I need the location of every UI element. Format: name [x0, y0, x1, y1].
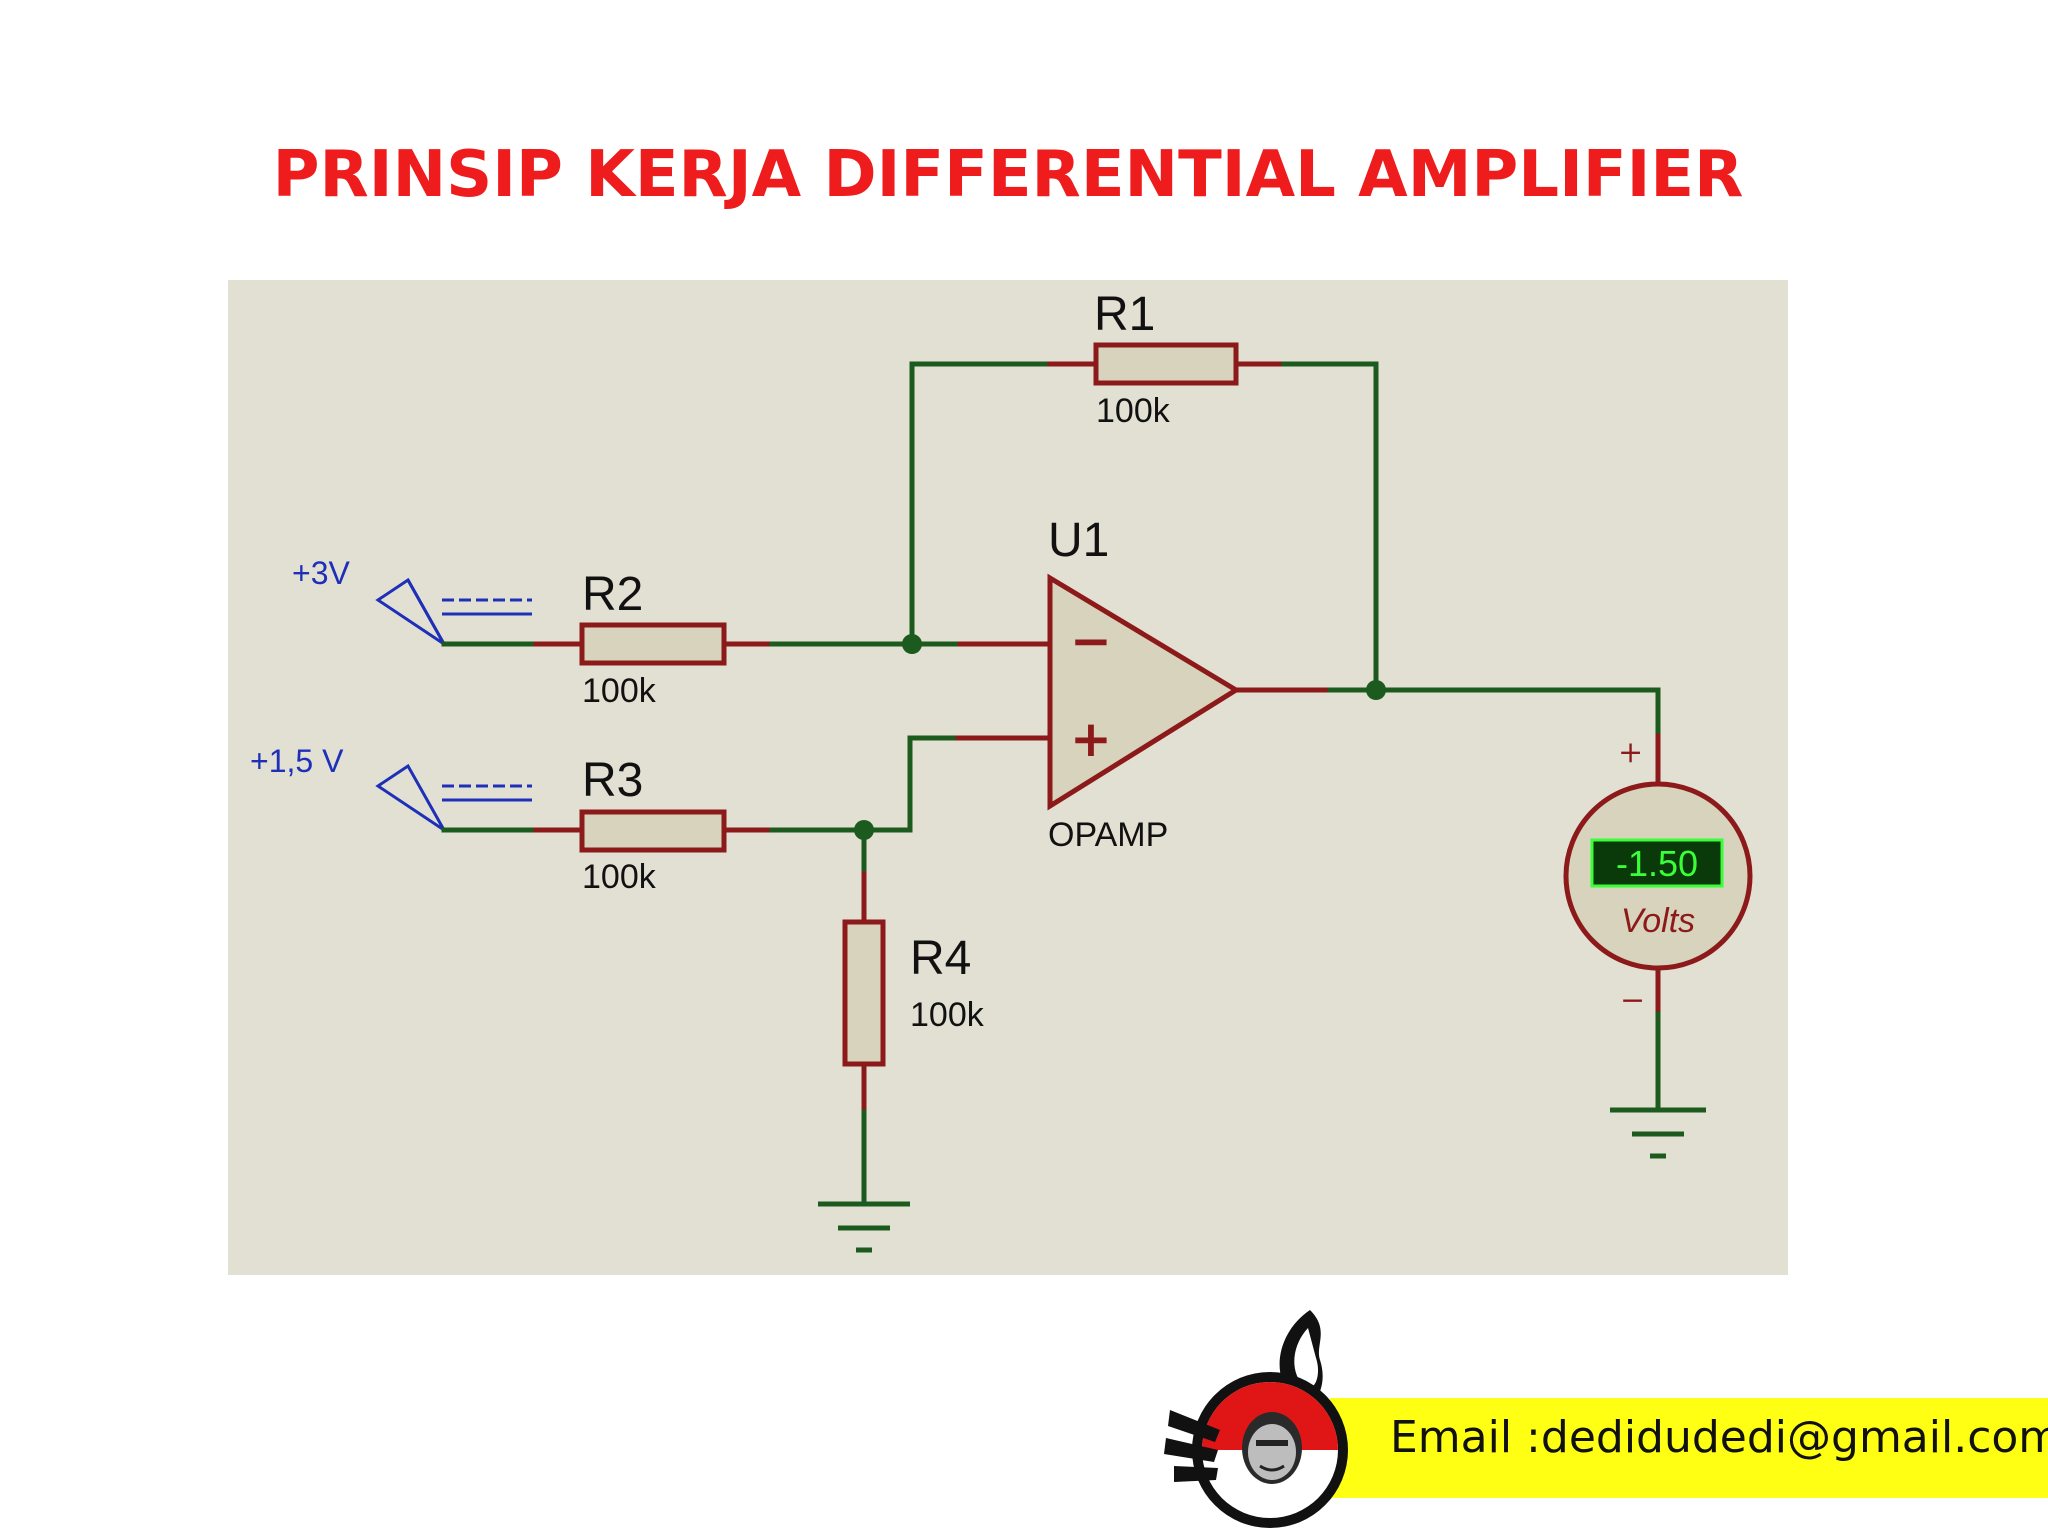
wire-r3-noninverting-node	[769, 735, 961, 833]
r3-value: 100k	[582, 858, 657, 896]
r2-name: R2	[582, 568, 643, 621]
wire-output	[1327, 687, 1661, 739]
schematic-background	[228, 280, 1788, 1275]
voltmeter-unit: Volts	[1621, 902, 1695, 940]
wire-feedback-right	[1281, 361, 1379, 693]
opamp-name: U1	[1048, 514, 1109, 567]
opamp-type: OPAMP	[1048, 816, 1168, 854]
slide-title: PRINSIP KERJA DIFFERENTIAL AMPLIFIER	[272, 138, 1744, 212]
source2-label: +1,5 V	[250, 743, 344, 779]
opamp-noninverting-sign: +	[1070, 710, 1112, 768]
opamp-u1: − + U1 OPAMP	[1047, 514, 1241, 854]
email-address[interactable]: Email :dedidudedi@gmail.com	[1390, 1412, 2048, 1463]
r4-value: 100k	[910, 996, 985, 1034]
junction-output	[1366, 680, 1386, 700]
voltage-source-3v: +3V	[292, 555, 532, 646]
r1-value: 100k	[1096, 392, 1171, 430]
email-banner	[1330, 1398, 2048, 1498]
resistor-r2: R2 100k	[579, 568, 727, 710]
author-logo	[1164, 1310, 1348, 1528]
voltage-source-1-5v: +1,5 V	[250, 743, 532, 832]
voltmeter-reading: -1.50	[1616, 843, 1698, 884]
r4-name: R4	[910, 932, 971, 985]
circuit-schematic: +3V +1,5 V R2 100k R3 100k R1 100k	[228, 280, 1788, 1275]
ground-voltmeter	[1610, 1107, 1706, 1159]
r1-name: R1	[1094, 288, 1155, 341]
ground-r4	[818, 1201, 910, 1253]
opamp-inverting-sign: −	[1070, 612, 1112, 670]
source1-label: +3V	[292, 555, 350, 591]
r3-name: R3	[582, 754, 643, 807]
wire-feedback-left	[909, 361, 1053, 647]
resistor-r1: R1 100k	[1093, 288, 1239, 430]
r2-value: 100k	[582, 672, 657, 710]
resistor-r4: R4 100k	[842, 919, 985, 1067]
voltmeter-plus-sign: +	[1618, 735, 1643, 770]
resistor-r3: R3 100k	[579, 754, 727, 896]
voltmeter-minus-sign: −	[1620, 983, 1645, 1018]
voltmeter: + -1.50 Volts −	[1563, 735, 1753, 1018]
